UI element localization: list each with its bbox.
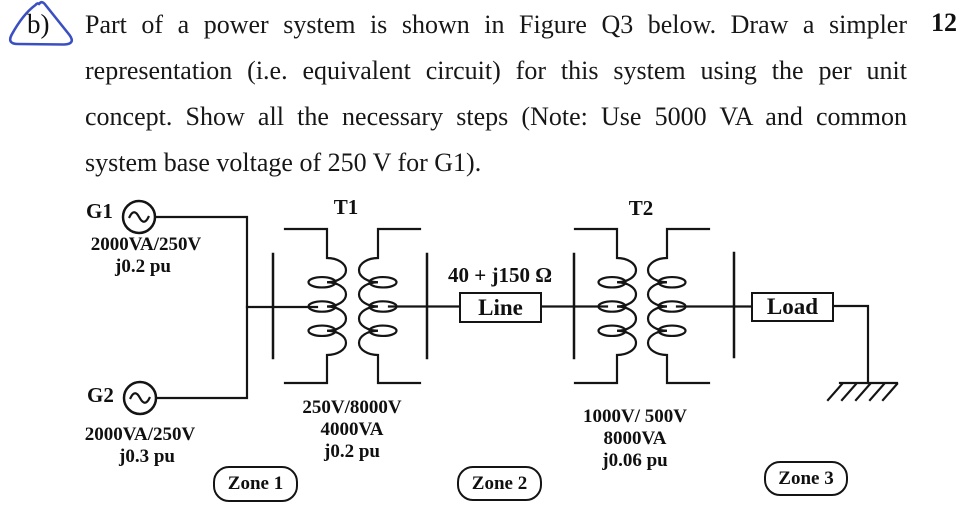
zone-3-label: Zone 3: [778, 467, 834, 489]
zone-1-label: Zone 1: [227, 473, 284, 494]
transformer-t1-label: T1: [333, 195, 359, 219]
generator-g1-impedance: j0.2 pu: [115, 256, 171, 277]
transformer-t2-impedance: j0.06 pu: [602, 450, 668, 471]
zone-3-oval: Zone 3: [764, 461, 848, 496]
transformer-t1-winding: [283, 227, 422, 385]
line-impedance-label: 40 + j150 Ω: [447, 263, 553, 287]
transformer-t1-impedance: j0.2 pu: [324, 441, 380, 462]
generator-g2-rating: 2000VA/250V: [84, 424, 196, 445]
generator-g1-label: G1: [86, 199, 113, 223]
question-part-label: b): [27, 9, 50, 39]
question-text-line: Part of a power system is shown in Figur…: [85, 10, 907, 39]
question-text-line: representation (i.e. equivalent circuit)…: [85, 56, 907, 85]
transformer-t2-label: T2: [628, 196, 654, 220]
ground-icon: [826, 381, 899, 402]
question-text-line: system base voltage of 250 V for G1).: [85, 148, 482, 177]
zone-2-oval: Zone 2: [457, 466, 542, 501]
main-line-wires: [387, 304, 870, 385]
question-marks: 12: [931, 8, 957, 37]
zone-2-label: Zone 2: [471, 472, 528, 494]
transformer-t2-rating: 8000VA: [603, 428, 667, 449]
generator-g2-symbol-icon: [122, 380, 158, 416]
transformer-t2-voltage: 1000V/ 500V: [583, 406, 687, 427]
line-box-label: Line: [478, 294, 523, 320]
zone-1-oval: Zone 1: [213, 466, 298, 502]
load-box-label: Load: [766, 294, 819, 319]
transformer-t1-rating: 4000VA: [320, 419, 384, 440]
generator-g1-rating: 2000VA/250V: [90, 234, 202, 255]
generator-junction-wires: [154, 215, 319, 400]
load-box: Load: [751, 292, 834, 322]
generator-g2-label: G2: [87, 383, 114, 407]
question-text-line: concept. Show all the necessary steps (N…: [85, 102, 907, 131]
line-box: Line: [459, 292, 542, 323]
transformer-t1-voltage: 250V/8000V: [302, 397, 402, 418]
generator-g2-impedance: j0.3 pu: [119, 446, 175, 467]
generator-g1-symbol-icon: [121, 199, 157, 235]
hand-drawn-triangle-annotation: [8, 0, 74, 46]
